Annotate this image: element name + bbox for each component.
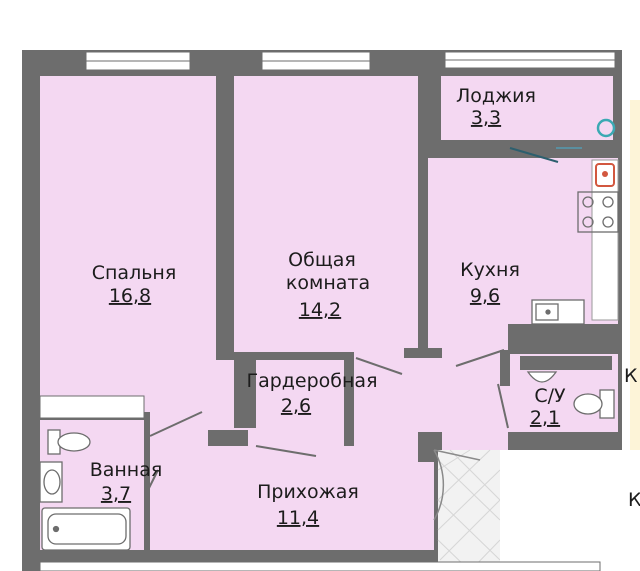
room-labels: Спальня 16,8 Общая комната 14,2 Лоджия 3…	[90, 85, 640, 529]
bedroom-name: Спальня	[92, 262, 177, 284]
window-icon-bottom	[39, 561, 601, 571]
living-name-2: комната	[286, 272, 370, 294]
bathroom-area-label: 3,7	[101, 483, 131, 505]
edge-label-right-middle: К	[624, 365, 638, 387]
loggia-area	[441, 76, 613, 140]
door-lines	[147, 349, 509, 491]
kitchen-area	[428, 158, 618, 354]
loggia-name: Лоджия	[456, 85, 536, 107]
boiler-icon	[596, 118, 616, 138]
bathroom-name: Ванная	[90, 459, 163, 481]
hallway-link	[150, 430, 508, 450]
hallway-upper	[234, 352, 508, 432]
toilet-area-label: 2,1	[530, 407, 560, 429]
sink-icon-bath	[39, 461, 63, 503]
bedroom-area	[40, 76, 216, 412]
window-icon	[85, 51, 616, 71]
kitchen-sink-icon	[531, 299, 585, 325]
toilet-name: С/У	[534, 385, 566, 407]
interior-walls	[144, 76, 618, 571]
loggia-area-label: 3,3	[471, 107, 501, 129]
bedroom-lower	[150, 412, 216, 432]
hallway-name: Прихожая	[257, 481, 359, 503]
toilet-icon-bath	[47, 429, 91, 455]
bath-shelf	[39, 395, 145, 419]
sink-icon	[520, 356, 612, 383]
living-area	[234, 76, 418, 352]
hallway-area	[150, 446, 434, 550]
living-name-1: Общая	[288, 249, 356, 271]
neighbor-strip	[630, 100, 640, 571]
bedroom-living-link	[216, 360, 234, 432]
loggia-door-line	[509, 147, 559, 163]
toilet-icon	[573, 389, 615, 419]
entrance-door-icon	[433, 449, 445, 521]
bathtub-icon	[41, 507, 131, 551]
wardrobe-name: Гардеробная	[246, 370, 377, 392]
entrance-door-leaf	[433, 449, 481, 461]
hallway-area-label: 11,4	[277, 507, 319, 529]
wardrobe-area-label: 2,6	[281, 395, 311, 417]
stove-icon	[577, 191, 619, 233]
edge-label-right-bottom: К	[628, 489, 640, 511]
outside-right-block	[500, 450, 640, 571]
kitchen-area-label: 9,6	[470, 285, 500, 307]
kitchen-name: Кухня	[460, 259, 520, 281]
living-area-label: 14,2	[299, 299, 341, 321]
bedroom-area-label: 16,8	[109, 285, 151, 307]
water-heater-icon	[595, 163, 615, 187]
